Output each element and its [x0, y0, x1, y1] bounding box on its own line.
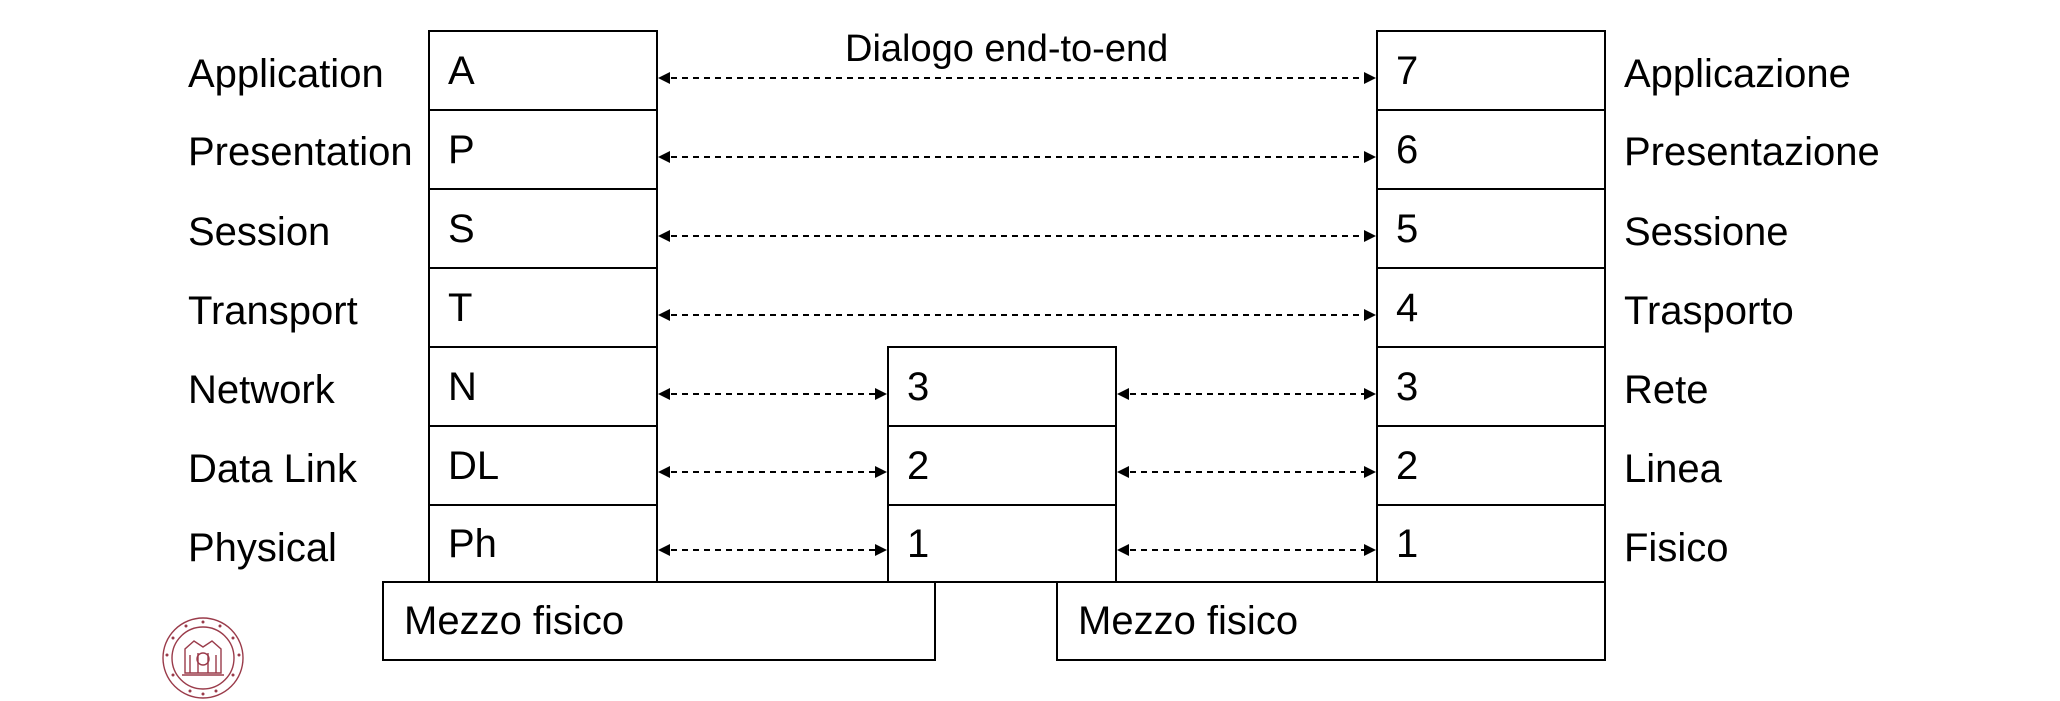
right-label-rete: Rete [1624, 368, 1709, 412]
left-cell-n: N [428, 346, 658, 427]
right-label-presentazione: Presentazione [1624, 130, 1880, 174]
right-cell-6: 6 [1376, 109, 1606, 190]
right-cell-3: 3 [1376, 346, 1606, 427]
right-cell-5: 5 [1376, 188, 1606, 269]
right-label-applicazione: Applicazione [1624, 52, 1851, 96]
left-cell-a: A [428, 30, 658, 111]
left-label-application: Application [188, 52, 384, 96]
right-cell-2: 2 [1376, 425, 1606, 506]
university-seal-icon [162, 617, 244, 699]
right-physical-medium: Mezzo fisico [1056, 581, 1606, 661]
left-label-transport: Transport [188, 289, 358, 333]
left-physical-medium: Mezzo fisico [382, 581, 936, 661]
middle-cell-2: 2 [887, 425, 1117, 506]
left-label-network: Network [188, 368, 335, 412]
left-label-presentation: Presentation [188, 130, 413, 174]
left-cell-t: T [428, 267, 658, 348]
left-cell-s: S [428, 188, 658, 269]
right-cell-4: 4 [1376, 267, 1606, 348]
right-label-sessione: Sessione [1624, 210, 1789, 254]
left-label-session: Session [188, 210, 331, 254]
middle-cell-3: 3 [887, 346, 1117, 427]
left-label-physical: Physical [188, 526, 337, 570]
diagram-title: Dialogo end-to-end [845, 28, 1169, 70]
right-label-trasporto: Trasporto [1624, 289, 1794, 333]
middle-cell-1: 1 [887, 504, 1117, 583]
right-cell-1: 1 [1376, 504, 1606, 583]
right-cell-7: 7 [1376, 30, 1606, 111]
right-label-linea: Linea [1624, 447, 1722, 491]
left-cell-ph: Ph [428, 504, 658, 583]
right-label-fisico: Fisico [1624, 526, 1729, 570]
left-cell-p: P [428, 109, 658, 190]
left-cell-dl: DL [428, 425, 658, 506]
left-label-data-link: Data Link [188, 447, 357, 491]
